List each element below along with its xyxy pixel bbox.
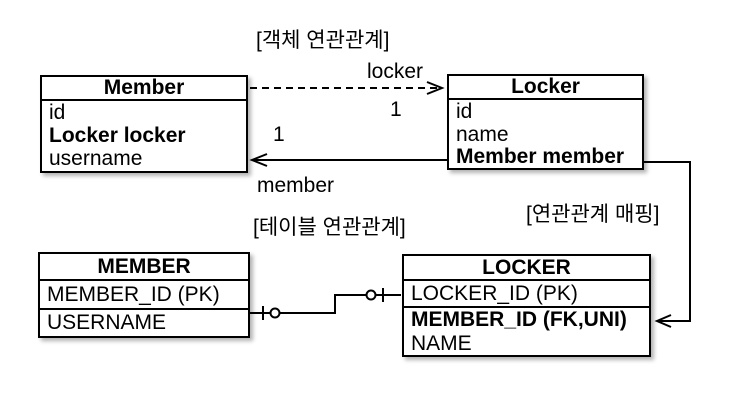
member-class-title: Member — [42, 77, 246, 101]
table-association-label: [테이블 연관관계] — [253, 216, 406, 239]
locker-class-title: Locker — [449, 76, 642, 100]
member-field-locker: Locker locker — [49, 124, 186, 147]
member-column-member-id: MEMBER_ID (PK) — [40, 281, 248, 310]
object-association-label: [객체 연관관계] — [256, 29, 390, 52]
member-table-title: MEMBER — [40, 254, 248, 281]
member-class-fields: id Locker locker username — [42, 101, 246, 170]
locker-class-fields: id name Member member — [449, 100, 642, 168]
edge-label-locker: locker — [367, 60, 424, 83]
object-association-dashed-arrow — [250, 81, 445, 95]
member-column-username: USERNAME — [47, 311, 167, 334]
locker-class-box: Locker id name Member member — [447, 74, 644, 170]
locker-field-id: id — [456, 100, 473, 123]
mapping-arrow — [642, 161, 691, 328]
member-field-username: username — [49, 147, 143, 170]
member-table-box: MEMBER MEMBER_ID (PK) USERNAME — [38, 252, 250, 338]
multiplicity-locker-end: 1 — [390, 98, 402, 121]
locker-column-member-id: MEMBER_ID (FK,UNI) — [411, 308, 627, 331]
locker-column-name: NAME — [411, 332, 472, 355]
locker-table-columns: LOCKER_ID (PK) MEMBER_ID (FK,UNI) NAME — [404, 281, 649, 355]
locker-table-box: LOCKER LOCKER_ID (PK) MEMBER_ID (FK,UNI)… — [402, 254, 651, 357]
multiplicity-member-end: 1 — [273, 123, 285, 146]
locker-field-member: Member member — [456, 146, 625, 168]
member-table-columns: MEMBER_ID (PK) USERNAME — [40, 281, 248, 336]
locker-field-name: name — [456, 123, 509, 146]
locker-table-title: LOCKER — [404, 256, 649, 281]
edge-label-member: member — [257, 174, 335, 197]
association-mapping-label: [연관관계 매핑] — [526, 203, 660, 226]
member-class-box: Member id Locker locker username — [40, 75, 248, 173]
locker-column-locker-id: LOCKER_ID (PK) — [404, 281, 649, 308]
member-association-arrow — [249, 153, 447, 167]
member-field-id: id — [49, 101, 66, 124]
table-relationship-connector — [250, 288, 401, 320]
